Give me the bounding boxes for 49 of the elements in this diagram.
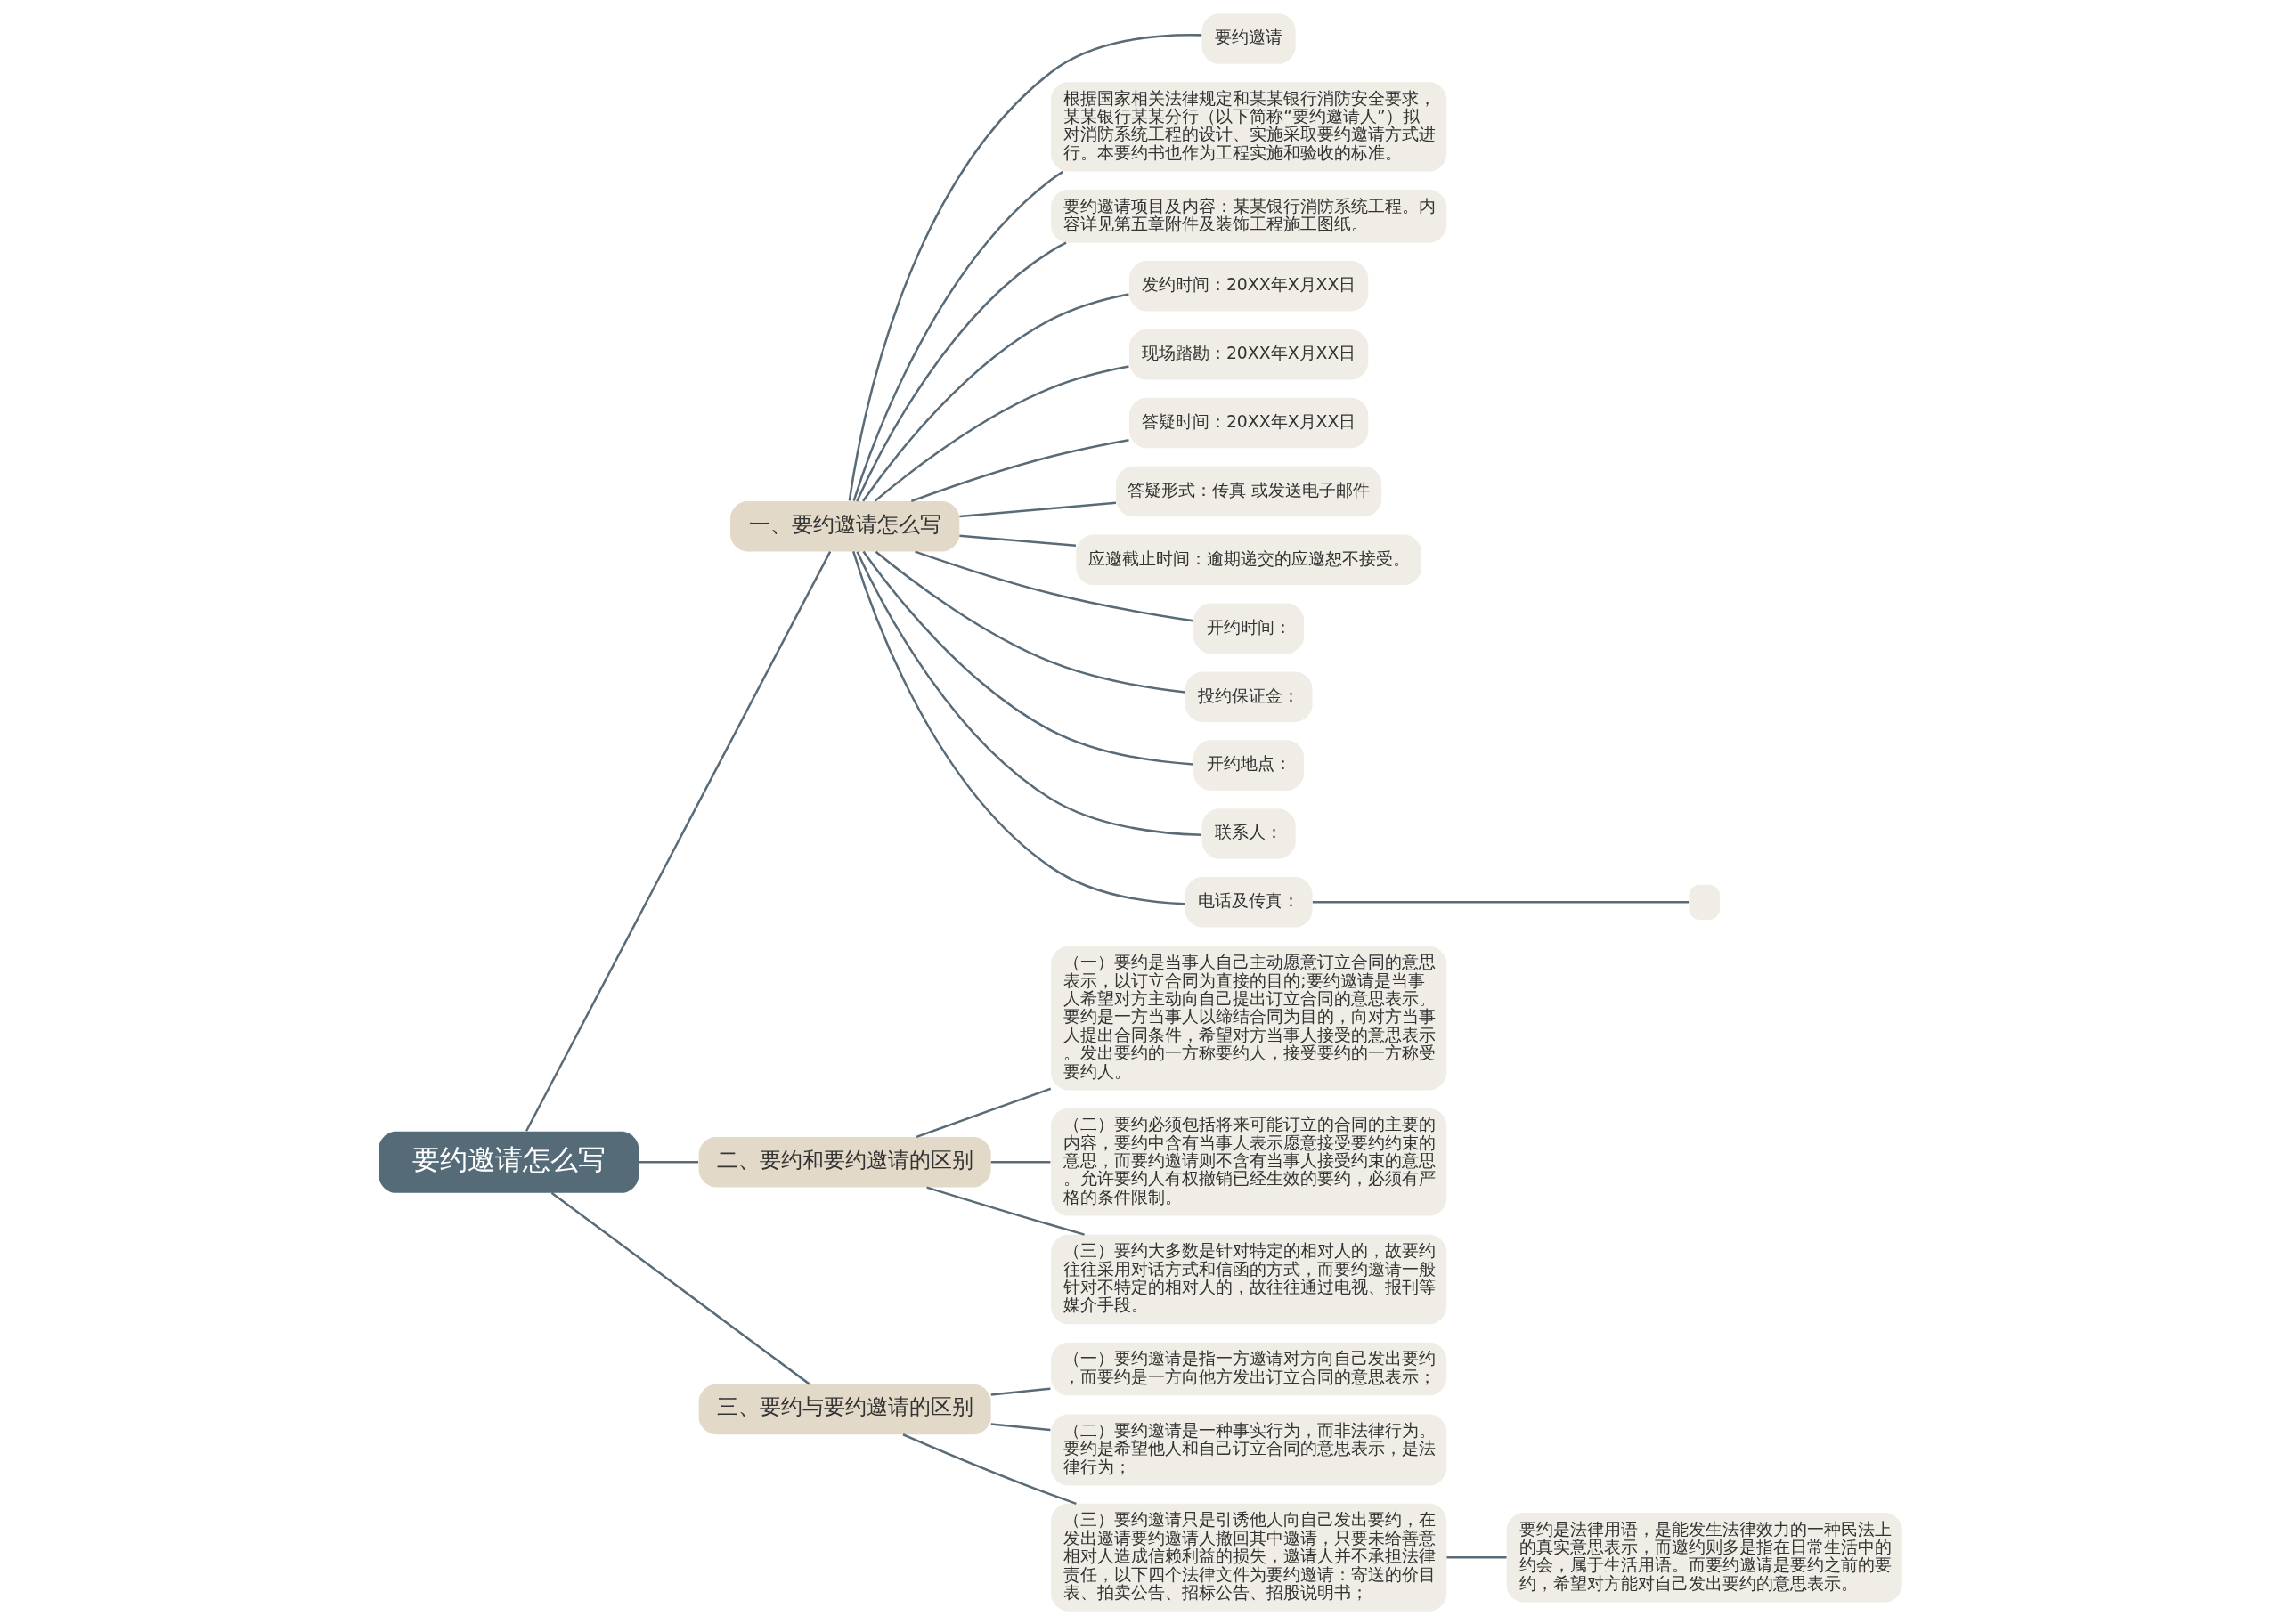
node-box: 要约是法律用语，是能发生法律效力的一种民法上的真实意思表示，而邀约则多是指在日常生活中的约会，属于生活用语。而要约邀请是要约之前的要约，希望对方能对自己发出要约的意思表示。 bbox=[1506, 1512, 1902, 1602]
connector bbox=[990, 1422, 1051, 1431]
node-box: 开约时间： bbox=[1193, 603, 1304, 654]
node-box bbox=[1688, 884, 1720, 920]
node-box: （二）要约邀请是一种事实行为，而非法律行为。要约是希望他人和自己订立合同的意思表示，是法律行为； bbox=[1050, 1413, 1446, 1485]
connector bbox=[916, 1087, 1051, 1138]
connector bbox=[525, 550, 831, 1132]
connector bbox=[910, 438, 1129, 502]
node-box: 投约保证金： bbox=[1185, 670, 1312, 722]
node-box: 应邀截止时间：逾期递交的应邀恕不接受。 bbox=[1075, 534, 1421, 585]
node-box: 电话及传真： bbox=[1185, 876, 1312, 928]
node-box: 二、要约和要约邀请的区别 bbox=[698, 1136, 991, 1187]
node-box: （二）要约必须包括将来可能订立的合同的主要的内容，要约中含有当事人表示愿意接受要约约束的意思，而要约邀请则不含有当事人接受约束的意思。允许要约人有权撤销已经生效的要约，必须有严格的条件限制。 bbox=[1050, 1108, 1446, 1216]
connector bbox=[925, 1185, 1085, 1236]
node-box: 一、要约邀请怎么写 bbox=[729, 500, 959, 551]
node-box: 要约邀请 bbox=[1201, 12, 1296, 64]
connector bbox=[855, 550, 1201, 836]
node-box: （一）要约是当事人自己主动愿意订立合同的意思表示，以订立合同为直接的目的;要约邀请是当事人希望对方主动向自己提出订立合同的意思表示。要约是一方当事人以缔结合同为目的，向对方当事人提出合同条件，希望对方当事人接受的意思表示。发出要约的一方称要约人，接受要约的一方称受要约人。 bbox=[1050, 946, 1446, 1090]
node-box: 开约地点： bbox=[1193, 739, 1304, 791]
node-box: 三、要约与要约邀请的区别 bbox=[698, 1384, 991, 1434]
connector bbox=[875, 550, 1185, 694]
connector bbox=[550, 1191, 810, 1385]
connector bbox=[958, 534, 1076, 547]
node-box: （一）要约邀请是指一方邀请对方向自己发出要约，而要约是一方向他方发出订立合同的意思表示； bbox=[1050, 1342, 1446, 1395]
connector bbox=[639, 1160, 698, 1163]
node-box: 答疑形式：传真 或发送电子邮件 bbox=[1115, 466, 1381, 516]
node-box: 现场踏勘：20XX年X月XX日 bbox=[1128, 329, 1368, 379]
node-box: （三）要约邀请只是引诱他人向自己发出要约，在发出邀请要约邀请人撤回其中邀请，只要未给善意相对人造成信赖利益的损失，邀请人并不承担法律责任，以下四个法律文件为要约邀请：寄送的价目表、拍卖公告、招标公告、招股说明书； bbox=[1050, 1503, 1446, 1612]
node-box: 要约邀请项目及内容：某某银行消防系统工程。内容详见第五章附件及装饰工程施工图纸。 bbox=[1050, 189, 1446, 243]
connector bbox=[990, 1160, 1050, 1163]
connector bbox=[874, 364, 1129, 502]
node-box: 发约时间：20XX年X月XX日 bbox=[1128, 260, 1368, 312]
connector bbox=[958, 501, 1116, 517]
connector bbox=[848, 33, 1201, 501]
connector bbox=[1445, 1555, 1507, 1559]
connector bbox=[851, 170, 1063, 501]
node-box: （三）要约大多数是针对特定的相对人的，故要约往往采用对话方式和信函的方式，而要约邀请一般针对不特定的相对人的，故往往通过电视、报刊等媒介手段。 bbox=[1050, 1234, 1446, 1324]
node-box: 答疑时间：20XX年X月XX日 bbox=[1128, 397, 1368, 448]
connector bbox=[902, 1433, 1077, 1505]
connector bbox=[861, 550, 1193, 766]
connector bbox=[990, 1387, 1051, 1396]
connector bbox=[851, 550, 1185, 905]
connector bbox=[855, 241, 1067, 501]
node-box: 要约邀请怎么写 bbox=[378, 1131, 639, 1193]
node-box: 根据国家相关法律规定和某某银行消防安全要求，某某银行某某分行（以下简称“要约邀请人”）拟对消防系统工程的设计、实施采取要约邀请方式进行。本要约书也作为工程实施和验收的标准。 bbox=[1050, 81, 1446, 172]
connector bbox=[1312, 900, 1689, 904]
connector bbox=[914, 549, 1193, 622]
node-box: 联系人： bbox=[1201, 808, 1296, 859]
connector bbox=[861, 292, 1129, 501]
